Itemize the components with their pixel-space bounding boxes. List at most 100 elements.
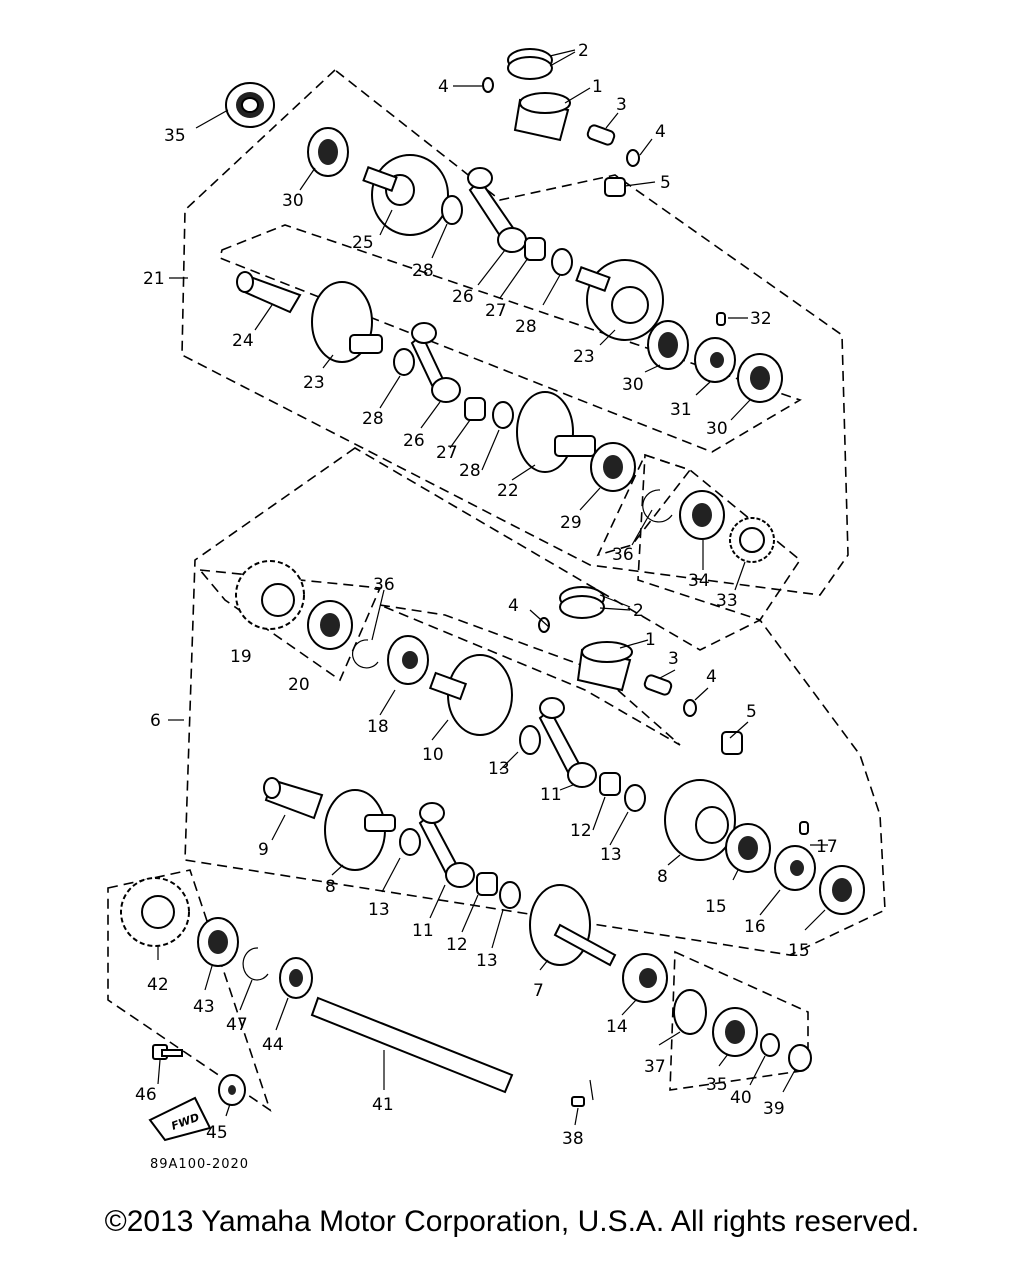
bearing-27-a-icon [524,237,546,261]
bearing-35-lower-icon [712,1007,758,1057]
washer-13-a-icon [519,725,541,755]
gear-42-icon [120,877,190,947]
callout: 4 [655,122,666,142]
callout: 1 [592,77,603,97]
pin-17-icon [799,821,809,835]
leader-lines [157,49,828,1126]
callout: 13 [600,845,622,865]
callout: 8 [325,877,336,897]
callout: 25 [352,233,374,253]
bearing-20-icon [307,600,353,650]
piston-1-lower-icon [576,641,633,692]
callout: 14 [606,1017,628,1037]
callout: 47 [226,1015,248,1035]
outline-bearing-33 [637,453,802,621]
callout: 13 [476,951,498,971]
callout: 42 [147,975,169,995]
bearing-35-upper-icon [225,82,275,128]
clip-4-upper-icon [482,77,494,93]
conrod-11-b-icon [418,802,475,888]
ring-2-upper-icon [507,48,553,80]
callout: 3 [616,95,627,115]
outline-group-21 [181,68,849,596]
bearing-27-b-icon [464,397,486,421]
callout: 28 [459,461,481,481]
callout-labels: 2 4 1 3 4 5 35 30 25 28 26 27 28 21 24 2… [135,41,838,1149]
callout: 43 [193,997,215,1017]
group-outlines [107,68,886,1112]
fwd-arrow-icon [148,1096,212,1142]
crank-wheel-23-left-icon [311,281,383,363]
crank-wheel-8-right-icon [664,779,736,861]
callout: 16 [744,917,766,937]
callout: 13 [488,759,510,779]
callout: 35 [164,126,186,146]
callout: 3 [668,649,679,669]
callout: 36 [612,545,634,565]
washer-28-c-icon [393,348,415,376]
outline-gear-19 [198,569,382,682]
callout: 28 [362,409,384,429]
bearing-15-a-icon [725,823,771,873]
key-38-icon [571,1096,585,1107]
seal-16-icon [774,845,816,891]
seal-14-icon [622,953,668,1003]
callout: 17 [816,837,838,857]
callout: 26 [452,287,474,307]
callout: 9 [258,840,269,860]
callout: 34 [688,571,710,591]
callout: 35 [706,1075,728,1095]
conrod-11-a-icon [538,697,597,788]
washer-45-icon [218,1074,246,1106]
washer-13-c-icon [399,828,421,856]
shaft-41-icon [310,996,514,1094]
outline-crank-lower [379,604,681,746]
callout: 4 [508,596,519,616]
callout: 45 [206,1123,228,1143]
pin-32-icon [716,312,726,326]
callout: 30 [282,191,304,211]
bolt-46-icon [152,1044,183,1060]
bearing-30-mid-icon [647,320,689,370]
callout: 7 [533,981,544,1001]
callout: 32 [750,309,772,329]
callout: 10 [422,745,444,765]
callout: 11 [412,921,434,941]
bush-5-lower-icon [721,731,743,755]
outline-bearing-36 [596,454,692,557]
outline-gear-42 [107,869,272,1112]
bearing-12-b-icon [476,872,498,896]
callout: 23 [303,373,325,393]
bearing-12-a-icon [599,772,621,796]
callout: 26 [403,431,425,451]
callout: 38 [562,1129,584,1149]
washer-13-b-icon [624,784,646,812]
bearing-15-b-icon [819,865,865,915]
callout: 31 [670,400,692,420]
callout: 13 [368,900,390,920]
bearing-34-icon [679,490,725,540]
callout: 22 [497,481,519,501]
copyright-notice: ©2013 Yamaha Motor Corporation, U.S.A. A… [104,1205,920,1238]
callout: 29 [560,513,582,533]
callout: 40 [730,1088,752,1108]
bearing-30-left-icon [307,127,349,177]
callout: 18 [367,717,389,737]
callout: 20 [288,675,310,695]
washer-28-a-icon [441,195,463,225]
shaft-24-icon [236,271,302,314]
callout: 4 [706,667,717,687]
callout: 41 [372,1095,394,1115]
bearing-30-right-icon [737,353,783,403]
outline-crank-upper [219,224,802,453]
callout: 11 [540,785,562,805]
callout: 37 [644,1057,666,1077]
crank-wheel-10-icon [428,654,513,736]
seal-44-icon [279,957,313,999]
callout: 15 [788,941,810,961]
callout: 5 [746,702,757,722]
callout: 23 [573,347,595,367]
bush-5-upper-icon [604,177,626,197]
callout: 24 [232,331,254,351]
seal-31-icon [694,337,736,383]
